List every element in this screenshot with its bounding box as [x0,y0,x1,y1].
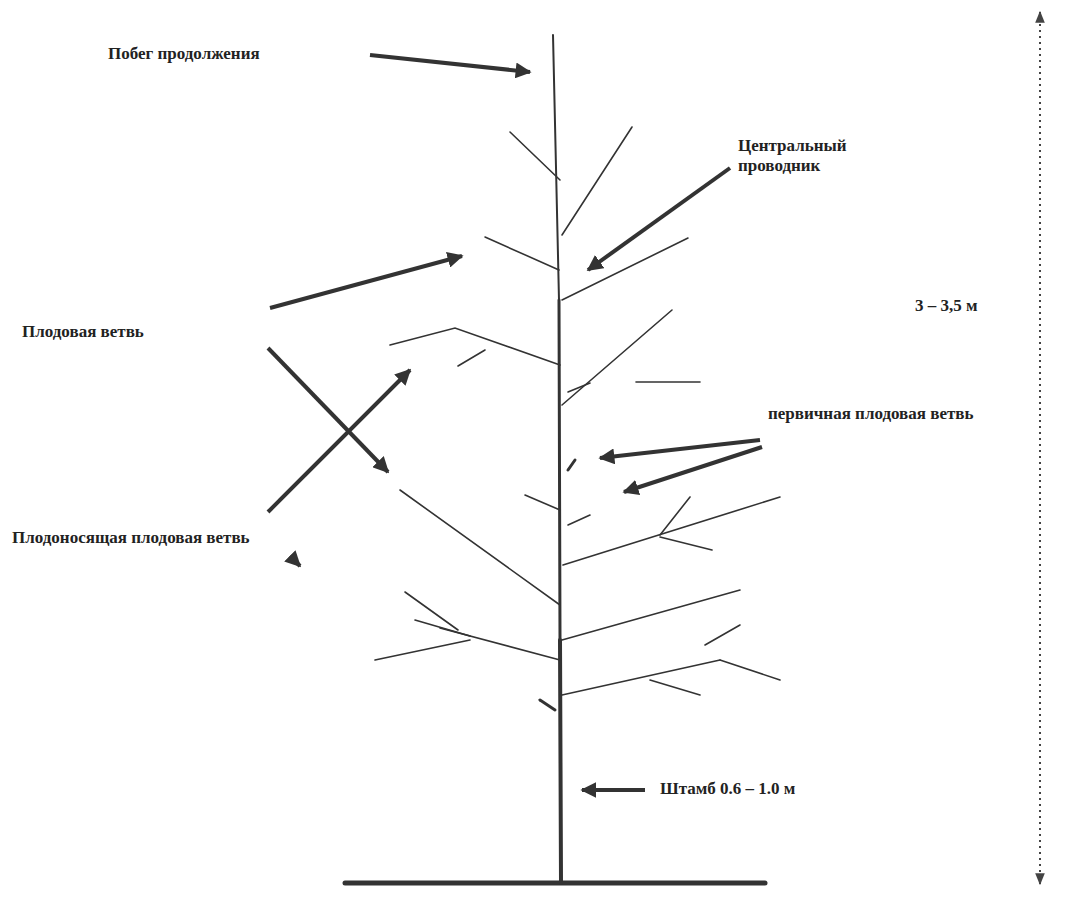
central-leader [559,300,560,640]
part-label: первичная плодовая ветвь [768,404,974,424]
part-label: Штамб 0.6 – 1.0 м [660,779,795,799]
trunk [560,640,561,883]
part-label: Плодоносящая плодовая ветвь [12,528,250,548]
part-label: Центральный проводник [738,136,918,177]
part-label: 3 – 3,5 м [915,296,978,316]
primary-fruit-stubs [540,460,575,710]
part-label: Побег продолжения [108,44,260,64]
extension-shoot [553,35,559,300]
leader-arrows [268,55,762,790]
part-label: Плодовая ветвь [22,322,144,342]
height-dimension [1039,12,1041,884]
branches [375,127,780,695]
ground-line [345,881,765,886]
